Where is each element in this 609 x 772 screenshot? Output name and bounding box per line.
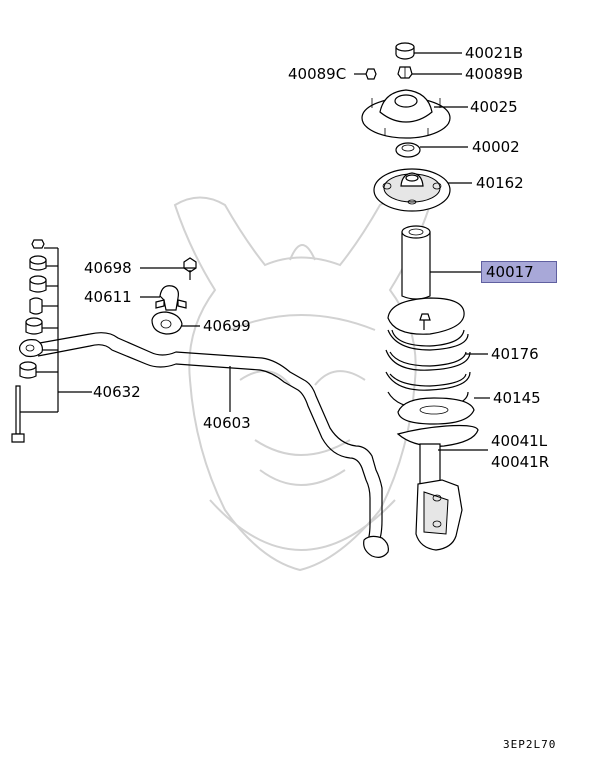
label-40025[interactable]: 40025 (470, 98, 518, 116)
label-40021b[interactable]: 40021B (465, 44, 524, 62)
label-40699[interactable]: 40699 (203, 317, 251, 335)
label-40698[interactable]: 40698 (84, 259, 132, 277)
part-40611-bracket (155, 285, 187, 311)
part-40699-bushing (151, 311, 183, 335)
label-40089b[interactable]: 40089B (465, 65, 524, 83)
label-40611[interactable]: 40611 (84, 288, 132, 306)
label-40017-highlighted[interactable]: 40017 (481, 261, 557, 283)
part-40632-stabilizer-link (11, 239, 47, 443)
label-40089c[interactable]: 40089C (288, 65, 347, 83)
label-40041l[interactable]: 40041L (491, 432, 548, 450)
leader-lines (20, 52, 490, 451)
part-40145-spring-pad (397, 397, 475, 425)
label-40632[interactable]: 40632 (93, 383, 141, 401)
label-40603[interactable]: 40603 (203, 414, 251, 432)
part-40025-strut-mount (361, 89, 451, 139)
label-40176[interactable]: 40176 (491, 345, 539, 363)
part-40603-stabilizer-bar (33, 332, 389, 558)
label-40041r[interactable]: 40041R (491, 453, 550, 471)
label-40145[interactable]: 40145 (493, 389, 541, 407)
part-40021b-cap (395, 42, 415, 60)
part-40089c-nut (365, 68, 377, 80)
diagram-code: 3EP2L70 (503, 738, 557, 751)
part-40089b-nut (397, 66, 413, 79)
part-40041-strut (396, 424, 479, 551)
part-40698-bolt (183, 257, 197, 280)
part-40176-coil-spring (385, 297, 471, 409)
part-40162-spring-seat (373, 168, 451, 212)
part-40017-dust-boot (401, 225, 431, 300)
label-40162[interactable]: 40162 (476, 174, 524, 192)
label-40002[interactable]: 40002 (472, 138, 520, 156)
watermark-emblem (173, 196, 432, 572)
part-40002-bearing (395, 142, 421, 158)
